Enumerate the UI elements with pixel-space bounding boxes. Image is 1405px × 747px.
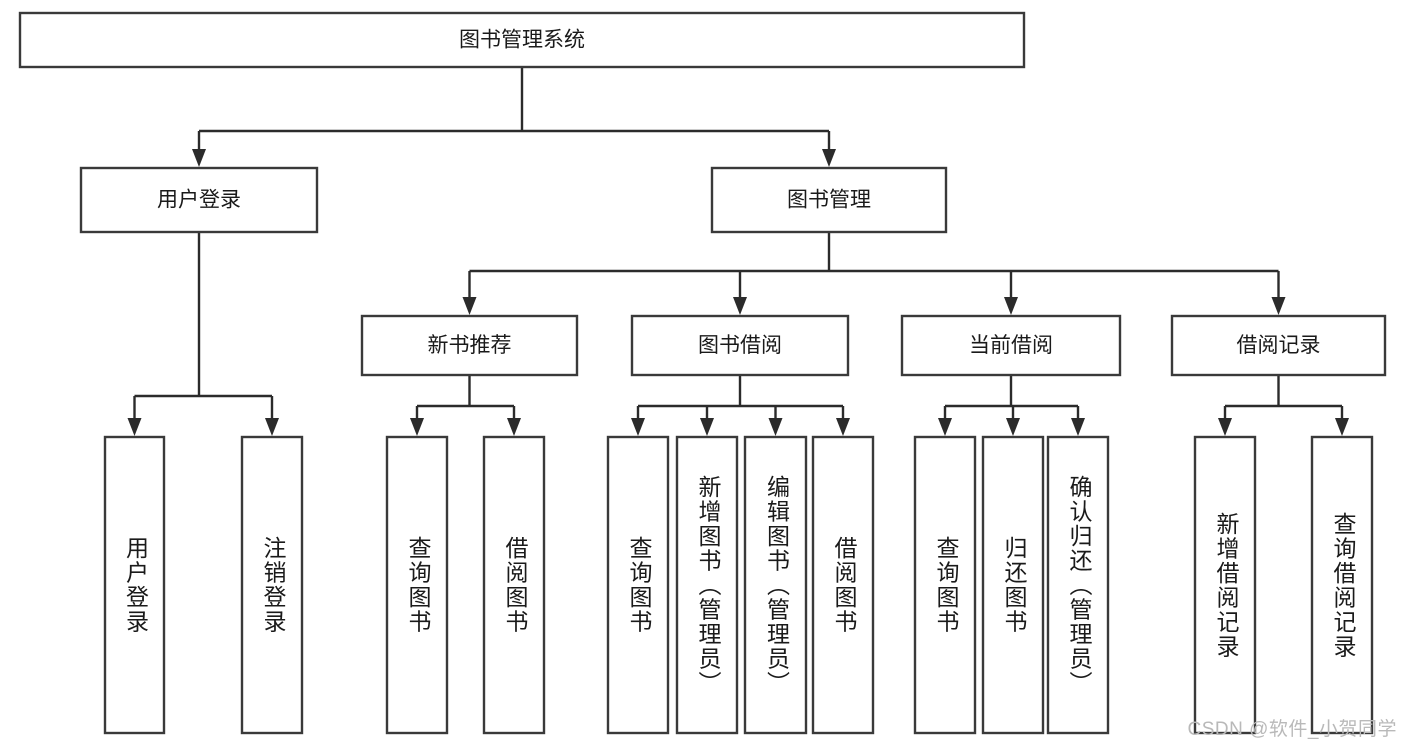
node-box-borrow-record[interactable] [1170,314,1387,377]
node-box-leaf-query-book-1[interactable] [385,435,449,735]
arrow-head-icon [192,149,206,167]
arrow-head-icon [938,418,952,436]
node-box-leaf-logout-login[interactable] [240,435,304,735]
node-label-root: 图书管理系统 [459,29,585,52]
arrow-head-icon [836,418,850,436]
arrow-head-icon [733,297,747,315]
arrow-head-icon [410,418,424,436]
node-label-book-borrow: 图书借阅 [698,334,782,357]
node-box-leaf-confirm-return[interactable] [1046,435,1110,735]
node-box-leaf-add-record[interactable] [1193,435,1257,735]
node-box-leaf-return-book[interactable] [981,435,1045,735]
node-box-new-book-recommend[interactable] [360,314,579,377]
watermark-text: CSDN @软件_小贺同学 [1187,719,1397,740]
connectors-layer [127,67,1349,436]
node-label-user-login: 用户登录 [157,189,241,212]
arrow-head-icon [1004,297,1018,315]
node-box-leaf-borrow-book-1[interactable] [482,435,546,735]
node-box-root[interactable] [18,11,1026,69]
node-box-leaf-query-record[interactable] [1310,435,1374,735]
node-box-book-borrow[interactable] [630,314,850,377]
arrow-head-icon [1335,418,1349,436]
node-box-leaf-query-book-3[interactable] [913,435,977,735]
node-box-book-manage[interactable] [710,166,948,234]
arrow-head-icon [1218,418,1232,436]
arrow-head-icon [1271,297,1286,315]
arrow-head-icon [462,297,477,315]
node-label-book-manage: 图书管理 [787,189,871,212]
node-label-borrow-record: 借阅记录 [1237,334,1321,357]
arrow-head-icon [700,418,714,436]
node-box-leaf-borrow-book-2[interactable] [811,435,875,735]
node-box-leaf-edit-book[interactable] [743,435,808,735]
node-box-leaf-query-book-2[interactable] [606,435,670,735]
boxes-layer [18,11,1387,735]
arrow-head-icon [1071,418,1085,436]
arrow-head-icon [507,418,521,436]
arrow-head-icon [768,418,783,436]
node-label-current-borrow: 当前借阅 [969,334,1053,357]
node-box-user-login[interactable] [79,166,319,234]
arrow-head-icon [822,149,836,167]
node-label-new-book-recommend: 新书推荐 [428,334,512,357]
node-box-leaf-add-book[interactable] [675,435,739,735]
arrow-head-icon [631,418,645,436]
arrow-head-icon [1006,418,1020,436]
arrow-head-icon [265,418,279,436]
arrow-head-icon [127,418,142,436]
node-box-current-borrow[interactable] [900,314,1122,377]
node-box-leaf-user-login[interactable] [103,435,166,735]
